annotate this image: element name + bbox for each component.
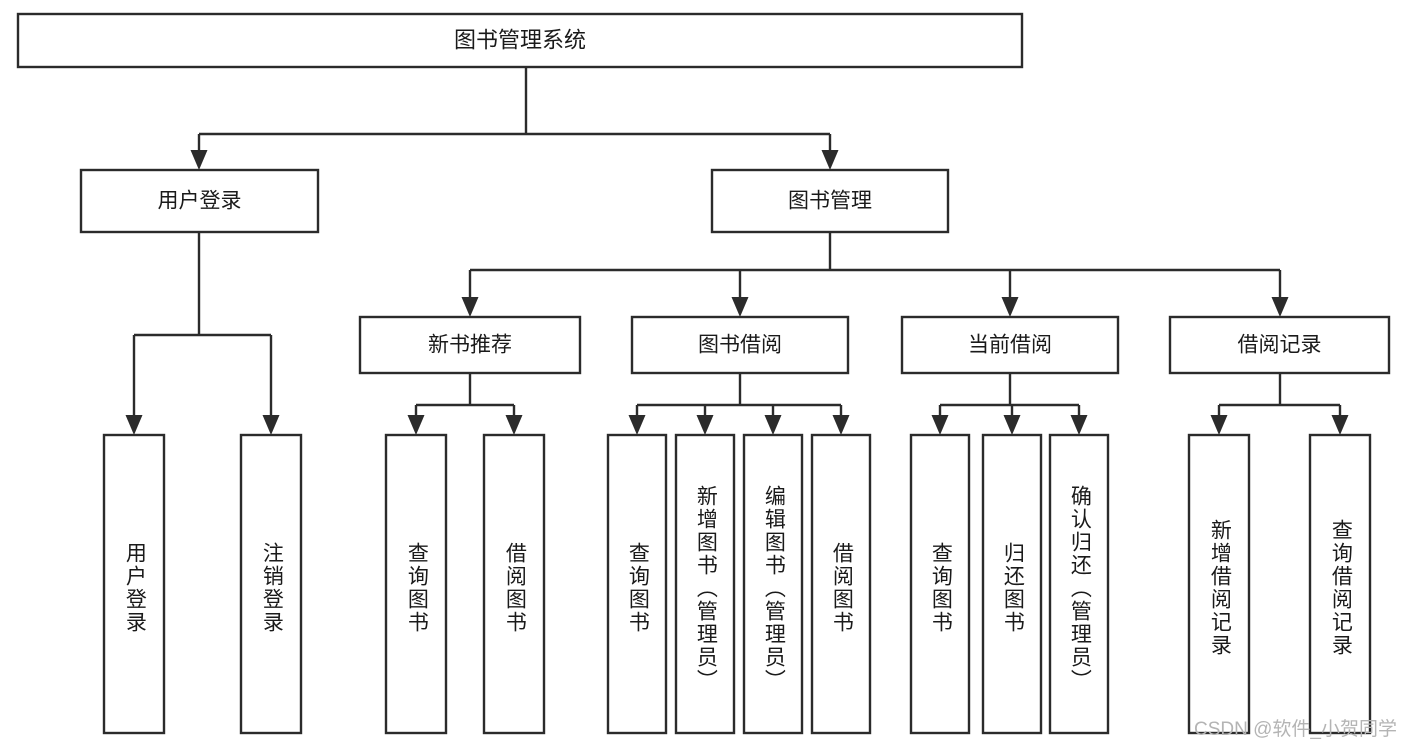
arrow-head-icon — [461, 297, 479, 317]
arrow-head-icon — [832, 415, 850, 435]
node-leaf-8[interactable] — [909, 433, 971, 735]
arrow-head-icon — [190, 150, 208, 170]
node-level3-label-0: 新书推荐 — [428, 334, 512, 357]
node-level3-label-2: 当前借阅 — [968, 334, 1052, 357]
arrow-head-icon — [407, 415, 425, 435]
arrow-head-icon — [821, 150, 839, 170]
node-level2-label-0: 用户登录 — [158, 190, 242, 213]
arrow-head-icon — [1001, 297, 1019, 317]
node-root-system[interactable] — [16, 12, 1024, 69]
arrow-head-icon — [696, 415, 714, 435]
arrow-head-icon — [505, 415, 523, 435]
node-leaf-7[interactable] — [810, 433, 872, 735]
arrow-head-icon — [1003, 415, 1021, 435]
node-leaf-4[interactable] — [606, 433, 668, 735]
node-level3-2[interactable] — [900, 315, 1120, 375]
arrow-head-icon — [125, 415, 143, 435]
node-leaf-9[interactable] — [981, 433, 1043, 735]
node-leaf-11[interactable] — [1187, 433, 1251, 735]
arrow-head-icon — [1271, 297, 1289, 317]
node-level3-3[interactable] — [1168, 315, 1391, 375]
node-level3-1[interactable] — [630, 315, 850, 375]
node-leaf-2[interactable] — [384, 433, 448, 735]
node-leaf-12[interactable] — [1308, 433, 1372, 735]
arrow-head-icon — [1331, 415, 1349, 435]
node-leaf-3[interactable] — [482, 433, 546, 735]
node-level3-label-3: 借阅记录 — [1238, 334, 1322, 357]
arrow-head-icon — [764, 415, 782, 435]
node-level2-0[interactable] — [79, 168, 320, 234]
node-level2-label-1: 图书管理 — [788, 190, 872, 213]
arrow-head-icon — [931, 415, 949, 435]
node-leaf-6[interactable] — [742, 433, 804, 735]
node-leaf-5[interactable] — [674, 433, 736, 735]
node-leaf-0[interactable] — [102, 433, 166, 735]
node-level3-label-1: 图书借阅 — [698, 334, 782, 357]
connector-lines — [125, 67, 1349, 435]
arrow-head-icon — [1210, 415, 1228, 435]
arrow-head-icon — [731, 297, 749, 317]
node-root-label: 图书管理系统 — [454, 27, 586, 52]
node-leaf-10[interactable] — [1048, 433, 1110, 735]
node-level2-1[interactable] — [710, 168, 950, 234]
arrow-head-icon — [262, 415, 280, 435]
arrow-head-icon — [628, 415, 646, 435]
arrow-head-icon — [1070, 415, 1088, 435]
node-leaf-1[interactable] — [239, 433, 303, 735]
node-level3-0[interactable] — [358, 315, 582, 375]
